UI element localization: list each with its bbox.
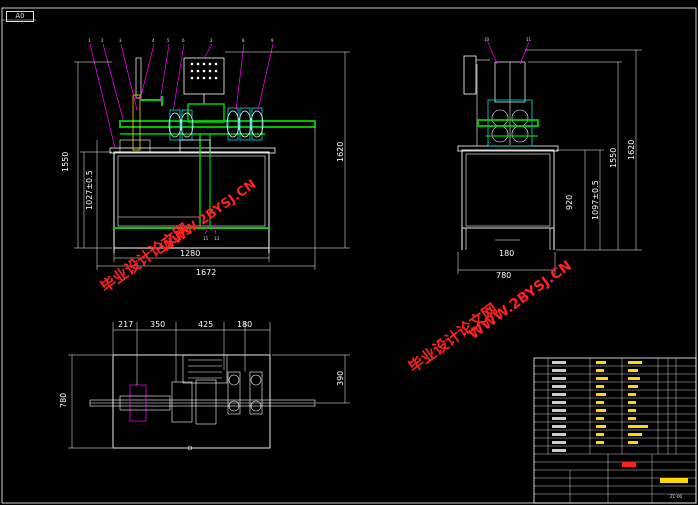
sheet-border (1, 7, 697, 504)
side-view-labels: 10 11 920 1097±0.5 1550 1620 180 780 (484, 37, 636, 280)
dim-1097: 1097±0.5 (591, 180, 600, 220)
dim-1620-front: 1620 (336, 142, 345, 162)
balloon-8: 8 (242, 38, 245, 43)
top-view (68, 322, 350, 451)
dim-425: 425 (198, 320, 213, 329)
mark-13: 13 (214, 236, 220, 241)
balloon-6: 6 (182, 38, 185, 43)
balloon-2: 2 (101, 38, 104, 43)
dim-217: 217 (118, 320, 133, 329)
mark-15: 15 (203, 236, 209, 241)
dim-1672: 1672 (196, 268, 216, 277)
balloon-1: 1 (88, 38, 91, 43)
dim-390: 390 (336, 371, 345, 386)
top-view-labels: 217 350 425 180 780 390 (59, 320, 345, 408)
dim-1620-side: 1620 (627, 140, 636, 160)
balloon-4: 4 (152, 38, 155, 43)
dim-1550-side: 1550 (609, 148, 618, 168)
side-view (457, 41, 642, 274)
title-block: ZC-00 (533, 357, 697, 504)
balloon-5: 5 (167, 38, 170, 43)
balloon-11: 11 (526, 37, 532, 42)
dim-920: 920 (565, 195, 574, 210)
sheet-size-tab: A0 (6, 11, 34, 22)
dim-180-top: 180 (237, 320, 252, 329)
drawing-number: ZC-00 (670, 494, 683, 499)
dim-350: 350 (150, 320, 165, 329)
dim-1027: 1027±0.5 (85, 170, 94, 210)
front-rail (119, 120, 316, 128)
dim-180-side: 180 (499, 249, 514, 258)
front-view (74, 43, 350, 270)
balloon-3: 3 (119, 38, 122, 43)
dim-780-side: 780 (496, 271, 511, 280)
balloon-7: 2 (210, 38, 213, 43)
front-view-labels: 1 2 3 4 5 6 2 8 9 15 13 1550 1027±0.5 16… (61, 38, 345, 277)
balloon-10: 10 (484, 37, 490, 42)
dim-1550-front: 1550 (61, 152, 70, 172)
dim-1280: 1280 (180, 249, 200, 258)
balloon-9: 9 (271, 38, 274, 43)
dim-780-top: 780 (59, 393, 68, 408)
